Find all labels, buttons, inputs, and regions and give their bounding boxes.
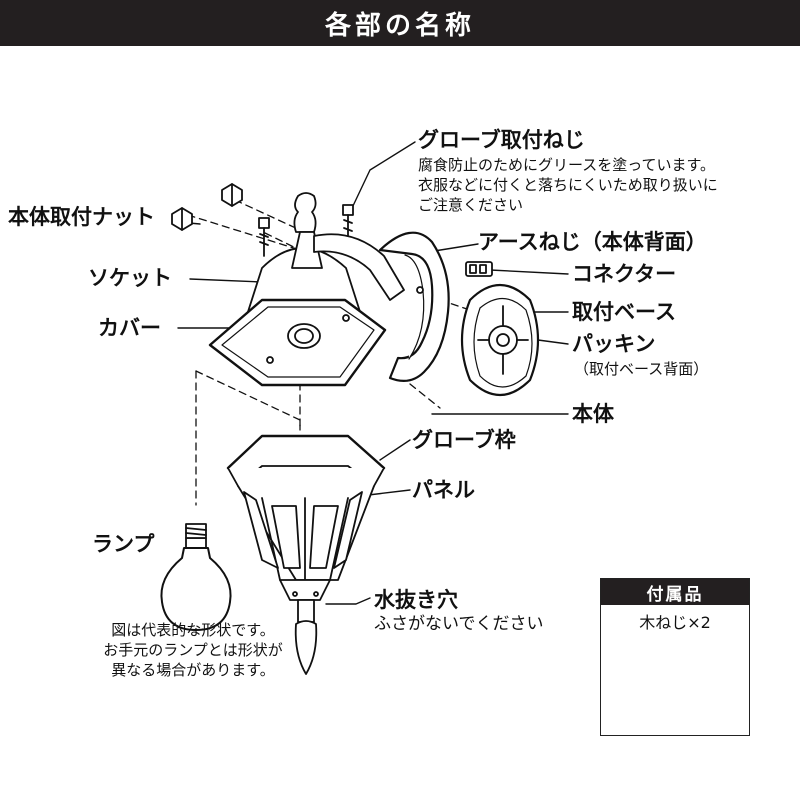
connector-part [465, 261, 493, 277]
lamp-bulb [160, 523, 232, 631]
label-panel: パネル [412, 478, 475, 502]
label-body: 本体 [572, 402, 614, 426]
note-drain: ふさがないでください [374, 614, 544, 634]
accessories-item: 木ねじ×2 [639, 613, 711, 632]
label-body-nut: 本体取付ナット [8, 205, 155, 229]
page-title: 各部の名称 [0, 0, 800, 46]
globe-frame [226, 434, 386, 601]
arm-bracket [313, 233, 405, 301]
cover-plate [208, 298, 387, 387]
label-globe-screw: グローブ取付ねじ [418, 128, 585, 152]
label-socket: ソケット [88, 266, 172, 290]
note-lamp: 図は代表的な形状です。 お手元のランプとは形状が 異なる場合があります。 [103, 621, 283, 679]
note-packing: （取付ベース背面） [574, 360, 709, 378]
label-connector: コネクター [572, 262, 677, 286]
label-cover: カバー [98, 316, 161, 340]
main-body [378, 231, 450, 383]
label-base: 取付ベース [572, 300, 676, 324]
mounting-base [460, 284, 540, 396]
note-globe-screw: 腐食防止のためにグリースを塗っています。 衣服などに付くと落ちにくいため取り扱い… [418, 156, 718, 214]
leader-lines [177, 141, 569, 605]
bottom-finial [294, 599, 318, 675]
label-earth-screw: アースねじ（本体背面） [478, 230, 707, 254]
accessories-title: 付属品 [601, 579, 749, 605]
top-finial [293, 192, 317, 233]
accessories-box: 付属品 木ねじ×2 [600, 578, 750, 736]
label-drain: 水抜き穴 [374, 588, 458, 612]
label-packing: パッキン [572, 332, 656, 356]
body-nut-parts [171, 183, 243, 231]
label-lamp: ランプ [92, 532, 155, 556]
screw-parts [258, 204, 354, 257]
label-globe-frame: グローブ枠 [412, 428, 516, 452]
